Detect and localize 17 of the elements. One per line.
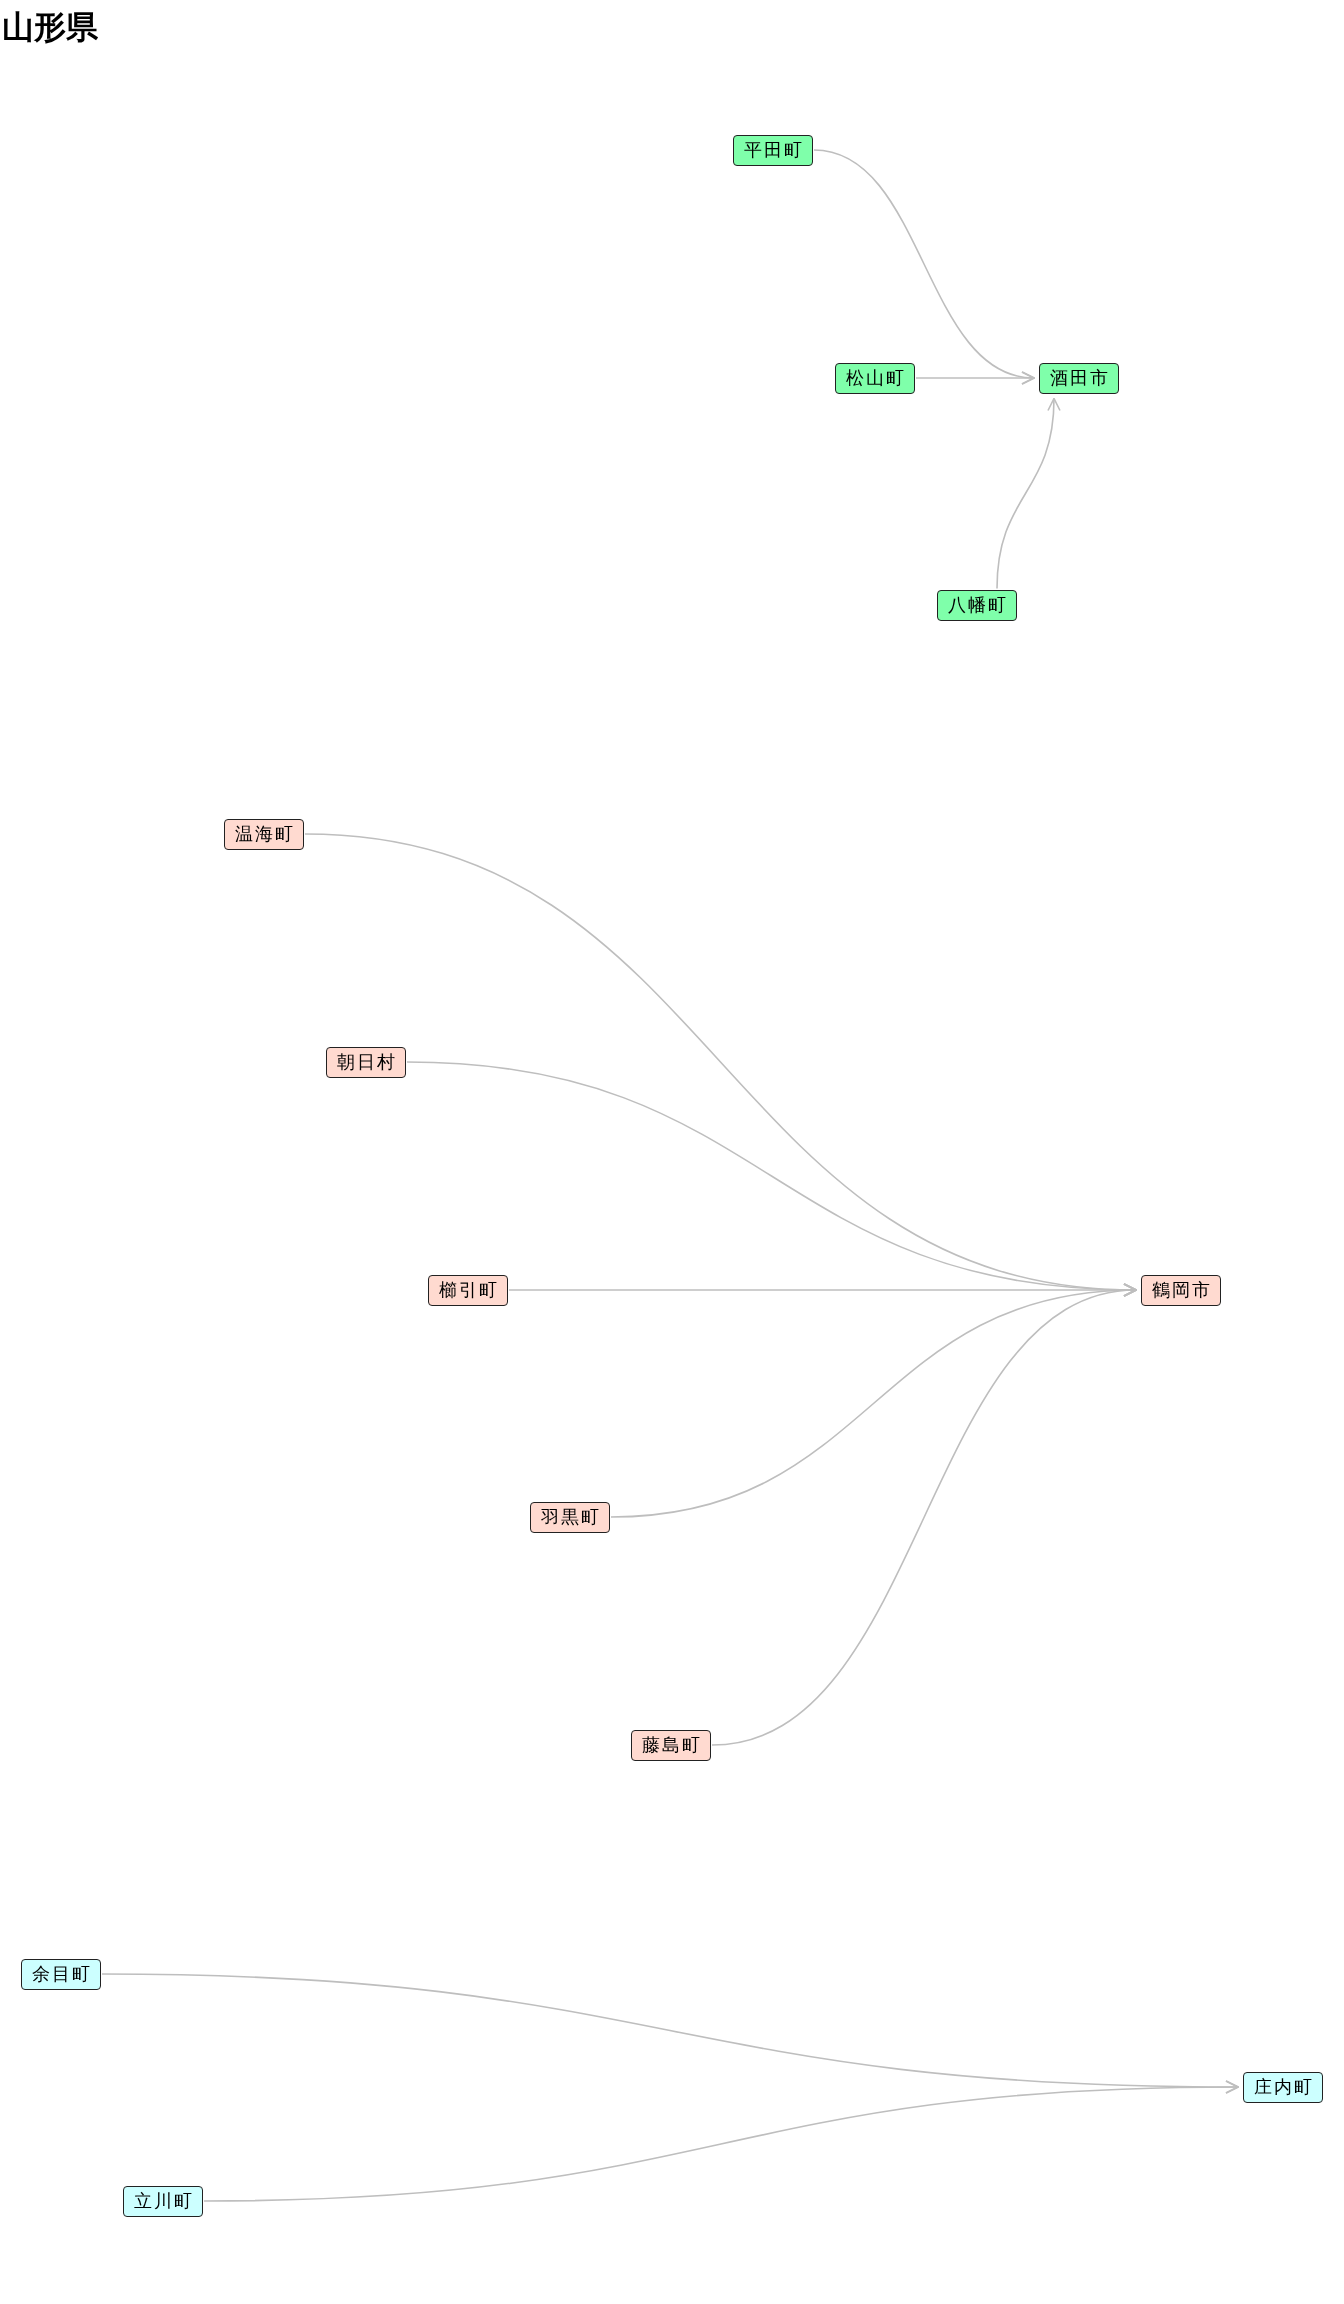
place-box: 平田町 [733, 134, 813, 166]
place-box: 温海町 [224, 818, 304, 850]
place-box: 八幡町 [937, 589, 1017, 621]
place-box: 鶴岡市 [1141, 1274, 1221, 1306]
place-box: 余目町 [21, 1958, 101, 1990]
place-box: 庄内町 [1243, 2071, 1323, 2103]
place-box: 朝日村 [326, 1046, 406, 1078]
title: 山形県 [2, 8, 98, 47]
place-box: 松山町 [835, 362, 915, 394]
place-box: 酒田市 [1039, 362, 1119, 394]
place-box: 櫛引町 [428, 1274, 508, 1306]
place-box: 藤島町 [631, 1729, 711, 1761]
arrow [203, 2080, 1239, 2202]
arrow [915, 371, 1035, 385]
arrow [996, 397, 1061, 590]
place-box: 立川町 [123, 2185, 203, 2217]
place-box: 羽黒町 [530, 1501, 610, 1533]
